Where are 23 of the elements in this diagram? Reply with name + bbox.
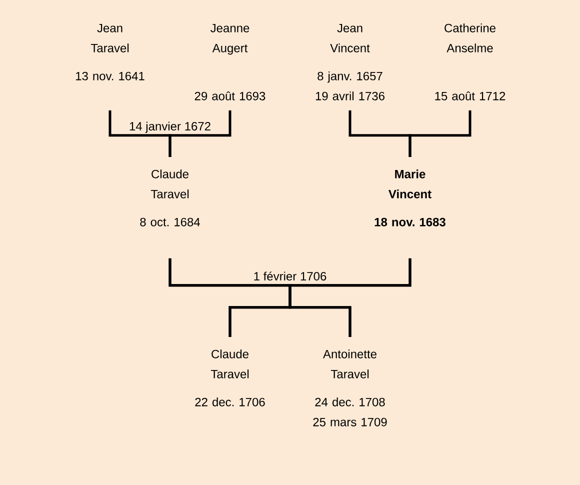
connector-line (288, 258, 412, 337)
person-name: Claude Taravel (210, 350, 249, 378)
date-text: 8 janv. 1657 (318, 72, 382, 83)
person-name: Claude Taravel (150, 170, 189, 198)
date-text: 18 nov. 1683 (374, 218, 446, 226)
date-text: 29 août 1693 (194, 91, 266, 100)
person-name: Catherine Anselme (444, 24, 496, 52)
connector-line (408, 110, 472, 157)
date-text: 8 oct. 1684 (140, 218, 200, 226)
date-text: 22 dec. 1706 (195, 398, 265, 406)
date-text: 19 avril 1736 (316, 92, 384, 100)
connector-line (168, 110, 232, 157)
person-name: Jean Vincent (330, 24, 370, 52)
person-name: Jean Taravel (90, 24, 129, 52)
date-text: 25 mars 1709 (313, 418, 387, 426)
person-name: Marie Vincent (388, 170, 432, 198)
date-text: 15 août 1712 (435, 91, 506, 100)
person-name: Antoinette Taravel (323, 350, 376, 378)
edge-label: 1 février 1706 (252, 271, 328, 282)
date-text: 24 dec. 1708 (315, 398, 385, 406)
person-name: Jeanne Augert (210, 24, 250, 55)
edge-label: 14 janvier 1672 (128, 121, 212, 134)
date-text: 13 nov. 1641 (76, 72, 144, 80)
